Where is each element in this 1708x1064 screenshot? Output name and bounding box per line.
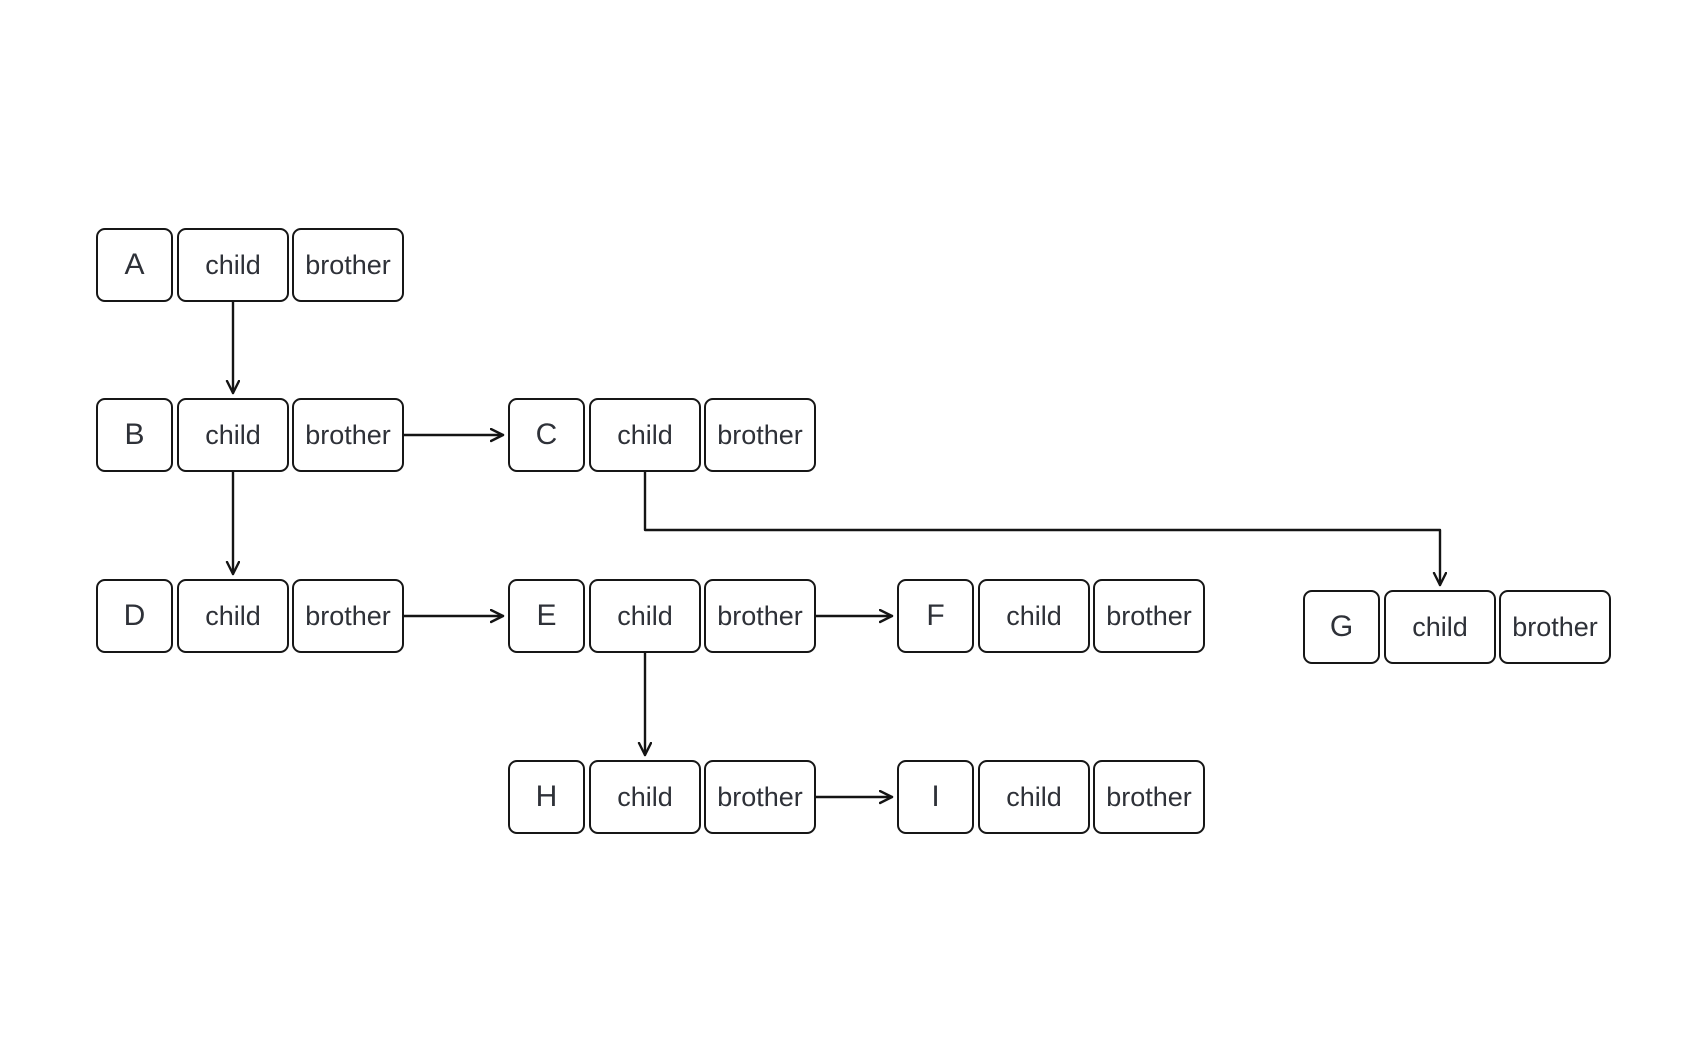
node-F-child-pointer-box: child <box>978 579 1090 653</box>
node-B-label-box: B <box>96 398 173 472</box>
node-G-brother-pointer-box: brother <box>1499 590 1611 664</box>
edge-C-child-G <box>643 470 1440 587</box>
node-G-child-pointer-box: child <box>1384 590 1496 664</box>
node-C-label-box: C <box>508 398 585 472</box>
node-I-child-pointer-box: child <box>978 760 1090 834</box>
node-A-brother-pointer-box: brother <box>292 228 404 302</box>
node-E-brother-pointer-box: brother <box>704 579 816 653</box>
node-G-label-box: G <box>1303 590 1380 664</box>
node-F-label-box: F <box>897 579 974 653</box>
node-F-brother-pointer-box: brother <box>1093 579 1205 653</box>
node-A-label-box: A <box>96 228 173 302</box>
node-D-child-pointer-box: child <box>177 579 289 653</box>
node-A-child-pointer-box: child <box>177 228 289 302</box>
node-I-label-box: I <box>897 760 974 834</box>
node-I-brother-pointer-box: brother <box>1093 760 1205 834</box>
node-C-child-pointer-box: child <box>589 398 701 472</box>
node-H-child-pointer-box: child <box>589 760 701 834</box>
node-B-brother-pointer-box: brother <box>292 398 404 472</box>
node-H-label-box: H <box>508 760 585 834</box>
node-E-child-pointer-box: child <box>589 579 701 653</box>
node-H-brother-pointer-box: brother <box>704 760 816 834</box>
node-D-brother-pointer-box: brother <box>292 579 404 653</box>
node-D-label-box: D <box>96 579 173 653</box>
node-B-child-pointer-box: child <box>177 398 289 472</box>
node-E-label-box: E <box>508 579 585 653</box>
node-C-brother-pointer-box: brother <box>704 398 816 472</box>
